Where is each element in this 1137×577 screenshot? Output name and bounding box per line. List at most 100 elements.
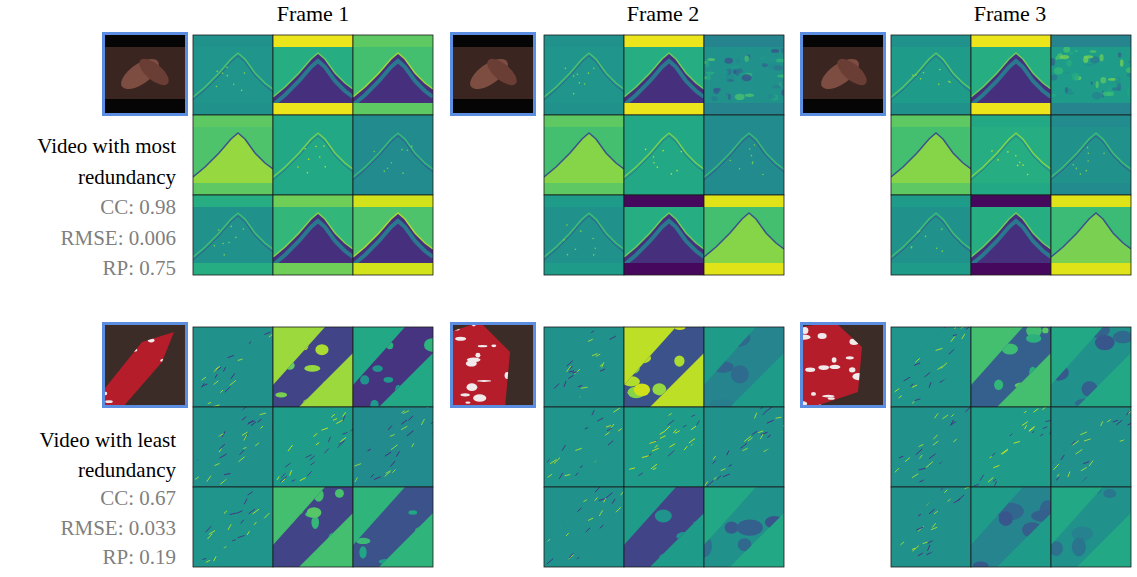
map-band-fill <box>891 407 971 487</box>
map-texture <box>899 456 903 458</box>
map-texture <box>336 481 343 484</box>
map-texture <box>919 479 926 482</box>
tile-border <box>704 487 784 567</box>
map-texture <box>752 431 757 434</box>
map-bar <box>891 183 971 195</box>
map-background <box>891 35 971 115</box>
map-texture <box>1076 449 1083 454</box>
feature-map <box>1051 407 1131 487</box>
column-heading: Frame 2 <box>563 0 763 28</box>
map-blob <box>659 553 676 562</box>
thumb-pattern-patch <box>797 334 810 339</box>
map-texture <box>926 552 933 555</box>
map-texture <box>567 361 573 367</box>
map-speckle <box>911 246 913 248</box>
map-blob <box>372 365 382 372</box>
map-blob <box>275 392 287 397</box>
map-texture <box>636 425 641 429</box>
map-blob <box>689 541 703 546</box>
map-texture <box>264 534 267 535</box>
map-texture <box>398 410 400 411</box>
map-speckle <box>216 71 218 73</box>
feature-map <box>1051 115 1131 195</box>
map-texture <box>316 443 319 445</box>
map-texture <box>231 561 237 566</box>
map-band <box>704 487 784 567</box>
map-texture <box>566 533 569 536</box>
map-speckle <box>1100 54 1104 61</box>
map-texture <box>1072 441 1078 445</box>
video-thumbnail <box>99 320 188 408</box>
map-texture <box>561 346 563 348</box>
map-texture <box>953 335 957 336</box>
thumb-fabric <box>450 322 510 408</box>
feature-tile <box>273 402 355 487</box>
map-texture <box>602 362 604 367</box>
map-texture <box>934 511 938 514</box>
map-texture <box>216 366 220 369</box>
map-texture <box>592 561 598 562</box>
map-background <box>353 487 433 567</box>
map-texture <box>580 563 583 567</box>
map-shape <box>353 221 433 265</box>
map-speckle <box>1022 164 1024 166</box>
map-speckle <box>1054 67 1064 74</box>
map-texture <box>583 500 586 502</box>
map-texture <box>980 475 984 481</box>
map-texture <box>421 419 424 425</box>
map-texture <box>382 481 387 486</box>
thumb-pattern-patch <box>455 337 466 341</box>
map-texture <box>939 488 943 490</box>
map-edge <box>891 216 971 260</box>
map-bar <box>704 103 784 115</box>
map-speckle <box>297 166 299 168</box>
map-texture <box>1057 422 1062 425</box>
thumb-pattern-patch <box>460 393 469 396</box>
map-texture <box>1084 439 1091 441</box>
thumb-pattern-patch <box>137 394 142 399</box>
map-texture <box>595 460 599 462</box>
map-speckle <box>243 228 245 230</box>
map-band-fill <box>273 487 353 567</box>
map-texture <box>546 357 549 362</box>
map-speckle <box>401 149 403 151</box>
map-texture <box>767 407 773 410</box>
feature-grid <box>544 323 789 568</box>
map-bar <box>971 183 1051 195</box>
map-speckle <box>671 173 673 175</box>
map-texture <box>892 498 897 501</box>
map-speckle <box>777 74 784 77</box>
map-background <box>971 35 1051 115</box>
map-shape <box>273 61 353 105</box>
map-edge <box>891 133 971 177</box>
map-texture <box>206 492 209 494</box>
map-texture <box>899 396 902 398</box>
map-texture <box>201 383 204 387</box>
thumb-pattern <box>796 321 890 407</box>
map-bar <box>971 103 1051 115</box>
map-texture <box>221 328 226 332</box>
map-speckle <box>1096 81 1099 88</box>
map-texture <box>310 462 314 465</box>
map-band <box>971 327 1051 407</box>
map-texture <box>204 520 208 524</box>
map-speckle <box>1088 152 1090 154</box>
feature-tile <box>624 35 704 115</box>
map-texture <box>595 487 600 492</box>
map-texture <box>578 386 582 387</box>
tile-border <box>971 35 1051 115</box>
map-speckle <box>1066 91 1074 94</box>
map-background <box>193 195 273 275</box>
map-texture <box>625 454 628 459</box>
map-band <box>353 487 433 567</box>
map-texture <box>929 382 931 388</box>
map-texture <box>556 333 561 337</box>
thumb-pattern-patch <box>852 373 864 380</box>
map-blob <box>732 327 746 347</box>
map-texture <box>933 435 937 439</box>
thumb-hand <box>483 54 521 89</box>
map-texture <box>727 431 734 433</box>
map-texture <box>1006 419 1010 425</box>
map-texture <box>557 445 560 448</box>
feature-map <box>1051 35 1131 115</box>
